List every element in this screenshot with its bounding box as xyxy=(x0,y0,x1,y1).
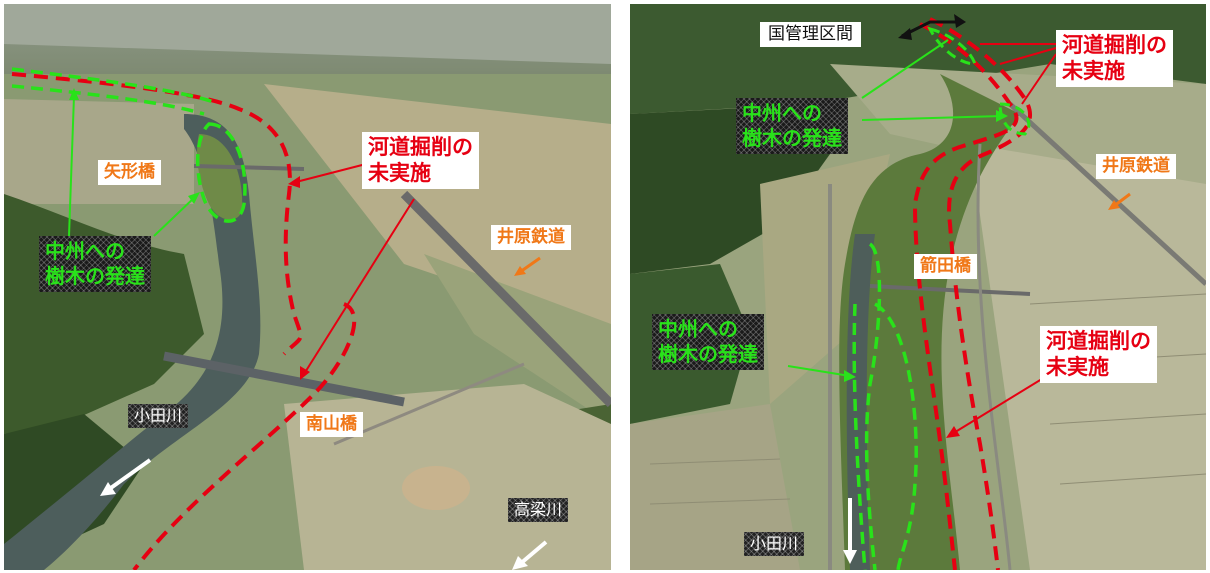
pointer-right-excavation-c xyxy=(1021,53,1057,105)
pointer-right-sandbar-c xyxy=(787,365,851,377)
pointer-right-excavation-b xyxy=(999,47,1057,65)
label-odagawa-right: 小田川 xyxy=(744,532,804,556)
aerial-photo-right: 国管理区間 河道掘削の 未実施 中州への 樹木の発達 井原鉄道 箭田橋 中州への… xyxy=(630,4,1206,570)
label-takahashi-river: 高梁川 xyxy=(508,498,568,522)
label-ibara-railway: 井原鉄道 xyxy=(491,225,571,251)
pointer-sandbar-island xyxy=(153,195,197,237)
label-excavation-bottom: 河道掘削の 未実施 xyxy=(1040,326,1157,383)
label-excavation-top: 河道掘削の 未実施 xyxy=(1056,30,1173,87)
flow-arrow-takahashi xyxy=(518,540,548,566)
pointer-excavation-lower xyxy=(303,198,415,375)
flow-arrow-odagawa xyxy=(106,458,152,492)
label-sandbar-trees: 中州への 樹木の発達 xyxy=(39,236,151,292)
label-yagata-bridge: 矢形橋 xyxy=(98,160,161,186)
label-ibara-railway-right: 井原鉄道 xyxy=(1096,154,1176,180)
label-yada-bridge: 箭田橋 xyxy=(914,254,977,280)
excavation-outline-right-a xyxy=(912,22,1019,570)
pointer-excavation-upper xyxy=(295,163,367,183)
sandbar-outline-island xyxy=(195,122,247,223)
aerial-scene-right xyxy=(630,4,1206,570)
sandbar-outline-right-long xyxy=(852,242,882,570)
national-section-arrow xyxy=(901,20,960,38)
label-excavation-not-done: 河道掘削の 未実施 xyxy=(362,132,479,189)
pointer-right-excavation-d xyxy=(951,373,1051,435)
sandbar-outline-top xyxy=(11,67,215,104)
excavation-outline-lower xyxy=(132,302,357,570)
sandbar-outline-right-inner xyxy=(874,302,918,570)
excavation-outline-upper xyxy=(11,72,303,356)
label-nanzan-bridge: 南山橋 xyxy=(300,412,363,438)
pointer-right-sandbar-a xyxy=(861,39,949,99)
excavation-outline-right-b xyxy=(929,17,1032,570)
label-national-section: 国管理区間 xyxy=(760,22,861,48)
label-odagawa: 小田川 xyxy=(128,404,188,428)
pointer-ibara-railway xyxy=(519,256,541,274)
aerial-photo-left: 矢形橋 河道掘削の 未実施 井原鉄道 中州への 樹木の発達 小田川 南山橋 高梁… xyxy=(4,4,611,570)
sandbar-outline-right-mid xyxy=(998,102,1031,136)
sandbar-outline-top-lower xyxy=(11,84,205,116)
pointer-right-sandbar-b xyxy=(861,115,1003,121)
label-sandbar-trees-bottom: 中州への 樹木の発達 xyxy=(652,314,764,370)
label-sandbar-trees-top: 中州への 樹木の発達 xyxy=(736,98,848,154)
pointer-sandbar-top xyxy=(68,95,75,237)
aerial-scene-left xyxy=(4,4,611,570)
